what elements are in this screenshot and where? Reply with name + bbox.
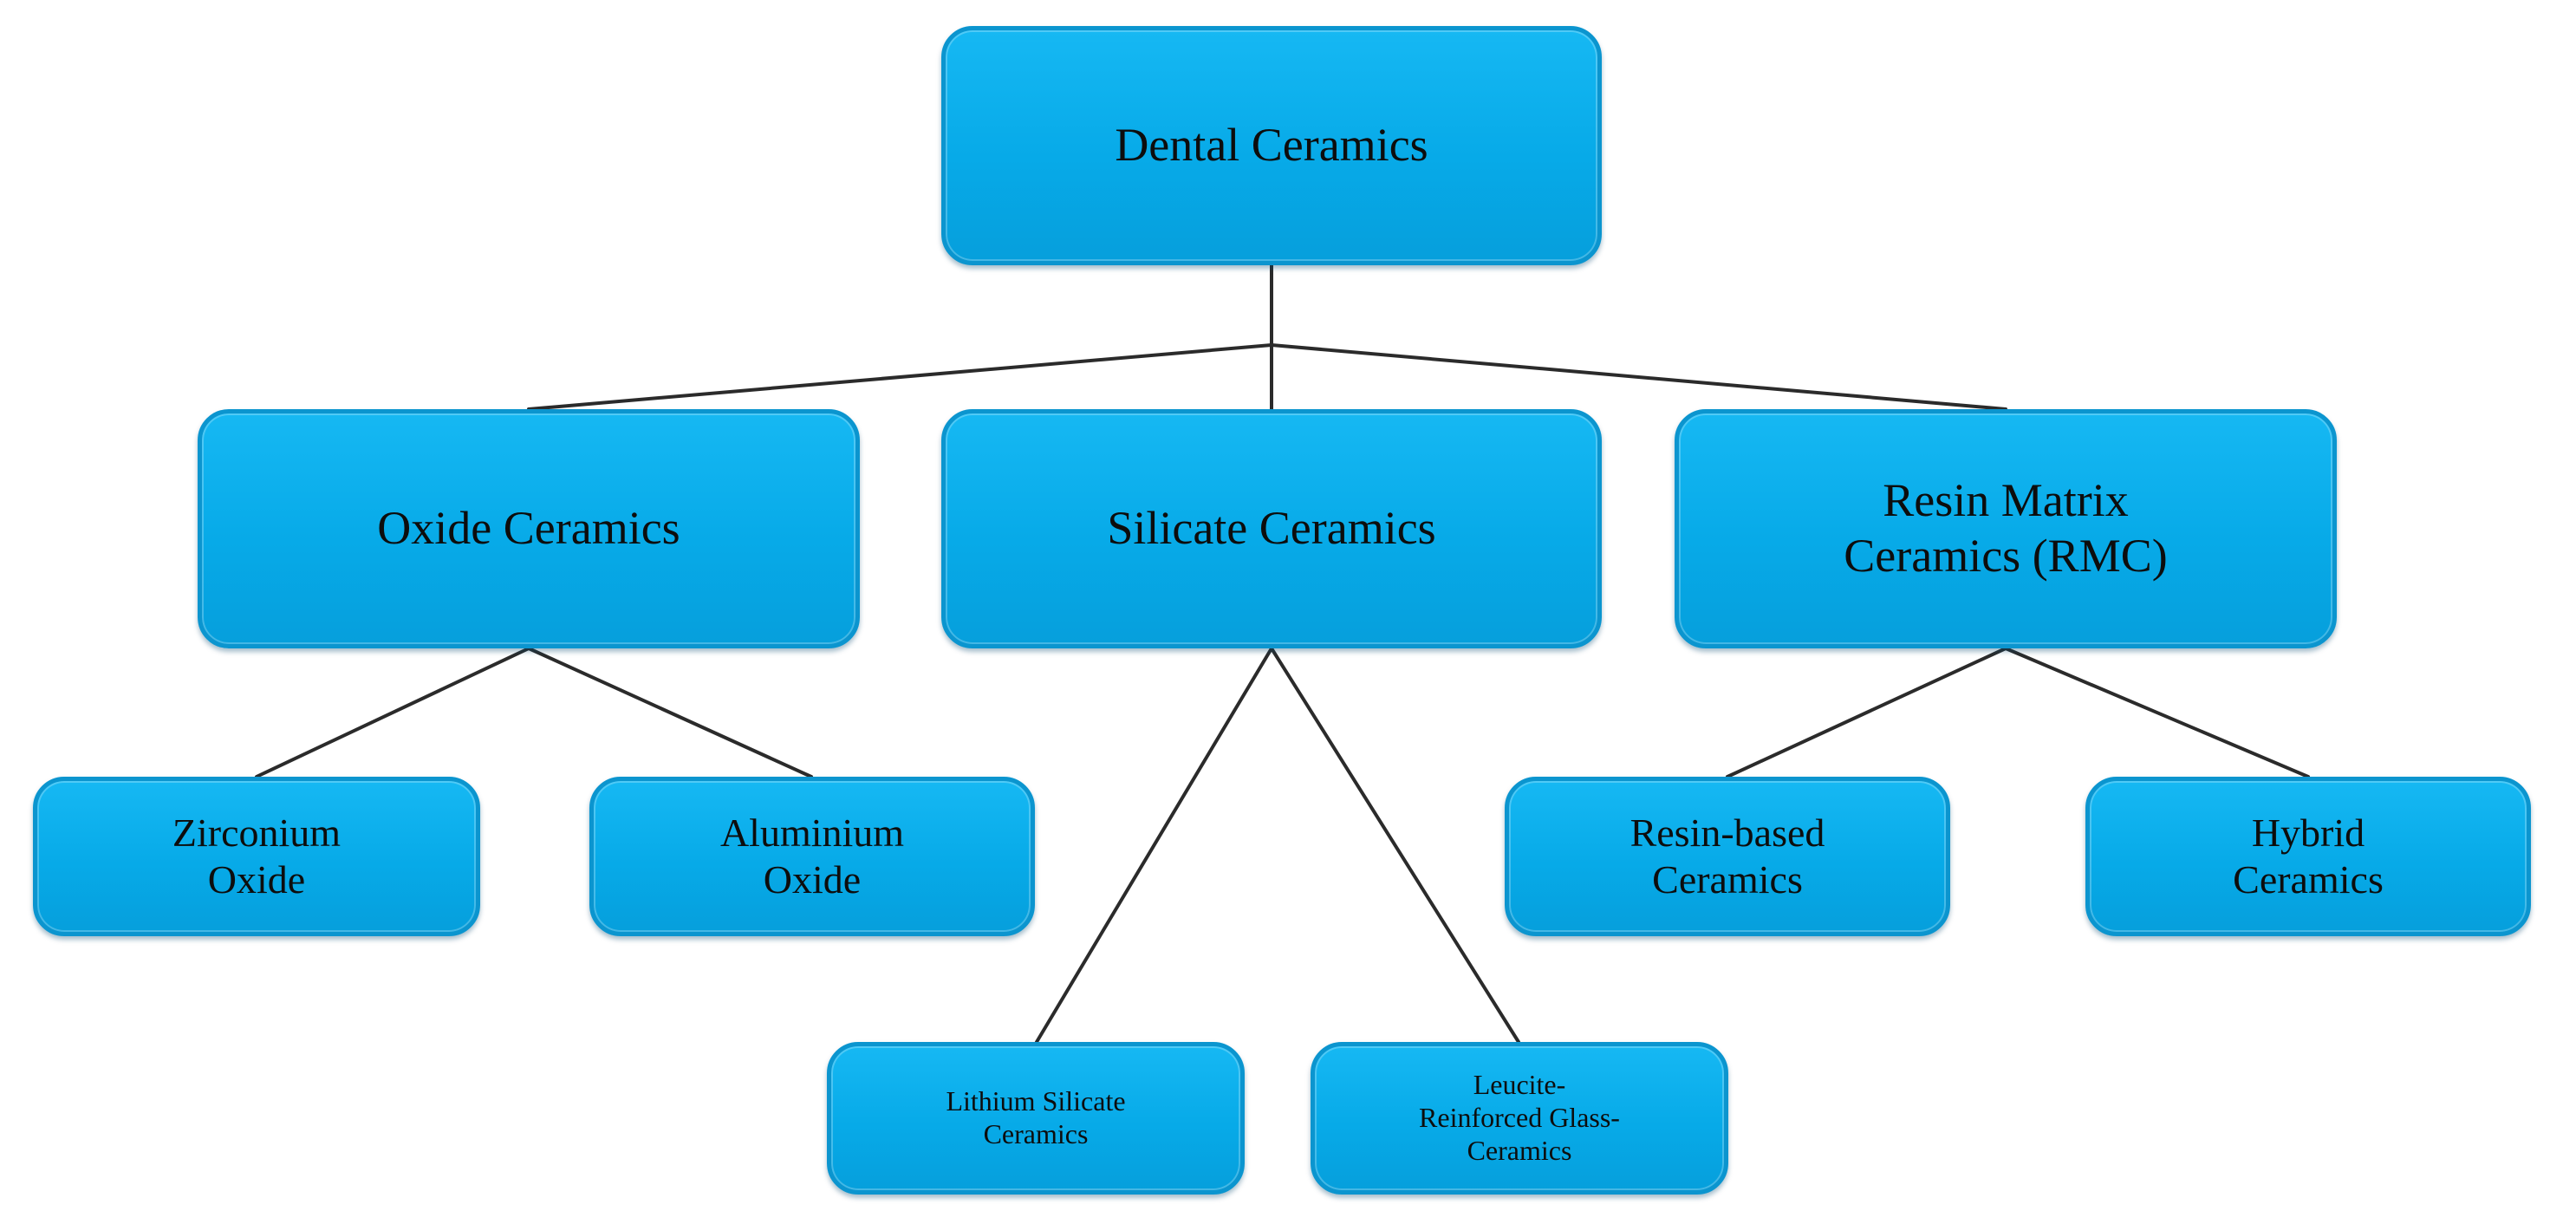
- node-resin-matrix-ceramics-label: Resin Matrix Ceramics (RMC): [1844, 474, 2168, 582]
- node-silicate-ceramics-label: Silicate Ceramics: [1107, 502, 1436, 555]
- node-resin-based-ceramics-label: Resin-based Ceramics: [1630, 810, 1825, 902]
- connector-oxide-aluminium: [527, 647, 813, 778]
- node-zirconium-oxide-label: Zirconium Oxide: [172, 810, 342, 902]
- connector-rmc-resin-based: [1726, 647, 2007, 778]
- node-resin-matrix-ceramics: Resin Matrix Ceramics (RMC): [1675, 409, 2337, 648]
- node-hybrid-ceramics-label: Hybrid Ceramics: [2233, 810, 2384, 902]
- node-dental-ceramics-label: Dental Ceramics: [1115, 119, 1428, 172]
- connector-silicate-leucite: [1270, 647, 1520, 1044]
- node-oxide-ceramics-label: Oxide Ceramics: [377, 502, 680, 555]
- node-aluminium-oxide: Aluminium Oxide: [589, 777, 1035, 936]
- node-zirconium-oxide: Zirconium Oxide: [33, 777, 480, 936]
- node-aluminium-oxide-label: Aluminium Oxide: [719, 810, 905, 902]
- node-hybrid-ceramics: Hybrid Ceramics: [2085, 777, 2531, 936]
- node-lithium-silicate-ceramics: Lithium Silicate Ceramics: [827, 1042, 1245, 1195]
- connector-silicate-lithium: [1035, 647, 1273, 1044]
- node-leucite-reinforced-glass-ceramics: Leucite- Reinforced Glass- Ceramics: [1311, 1042, 1728, 1195]
- connector-root-rmc: [1270, 343, 2007, 411]
- node-resin-based-ceramics: Resin-based Ceramics: [1505, 777, 1950, 936]
- node-lithium-silicate-ceramics-label: Lithium Silicate Ceramics: [946, 1085, 1126, 1149]
- connector-rmc-hybrid: [2004, 647, 2310, 778]
- connector-oxide-zirconium: [255, 647, 530, 778]
- node-silicate-ceramics: Silicate Ceramics: [941, 409, 1602, 648]
- connector-root-oxide: [527, 343, 1273, 411]
- node-leucite-reinforced-glass-ceramics-label: Leucite- Reinforced Glass- Ceramics: [1419, 1069, 1620, 1166]
- node-oxide-ceramics: Oxide Ceramics: [198, 409, 860, 648]
- node-dental-ceramics: Dental Ceramics: [941, 26, 1602, 265]
